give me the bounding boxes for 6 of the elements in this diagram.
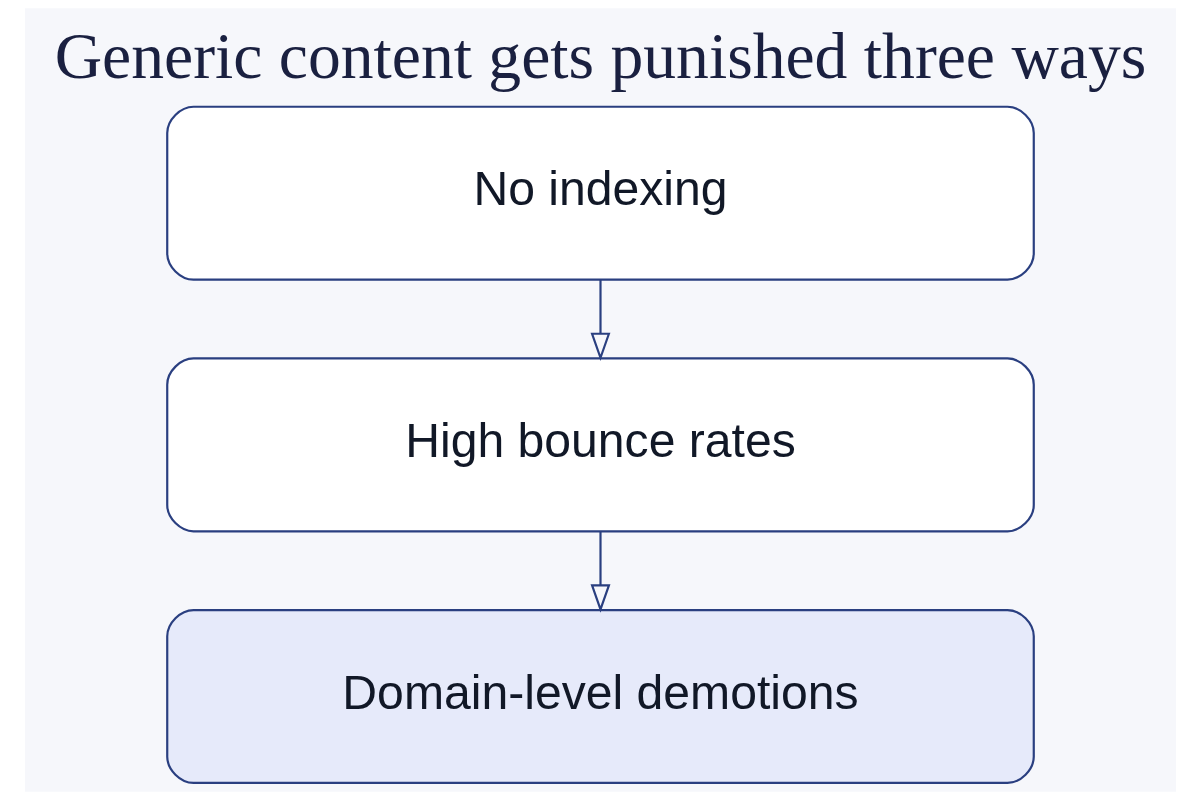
node-box: High bounce rates <box>165 357 1035 533</box>
node-box: Domain-level demotions <box>165 608 1035 785</box>
node-box: No indexing <box>165 105 1035 281</box>
diagram-title: Generic content gets punished three ways <box>54 20 1146 93</box>
arrow <box>590 531 610 613</box>
arrow <box>590 279 610 362</box>
